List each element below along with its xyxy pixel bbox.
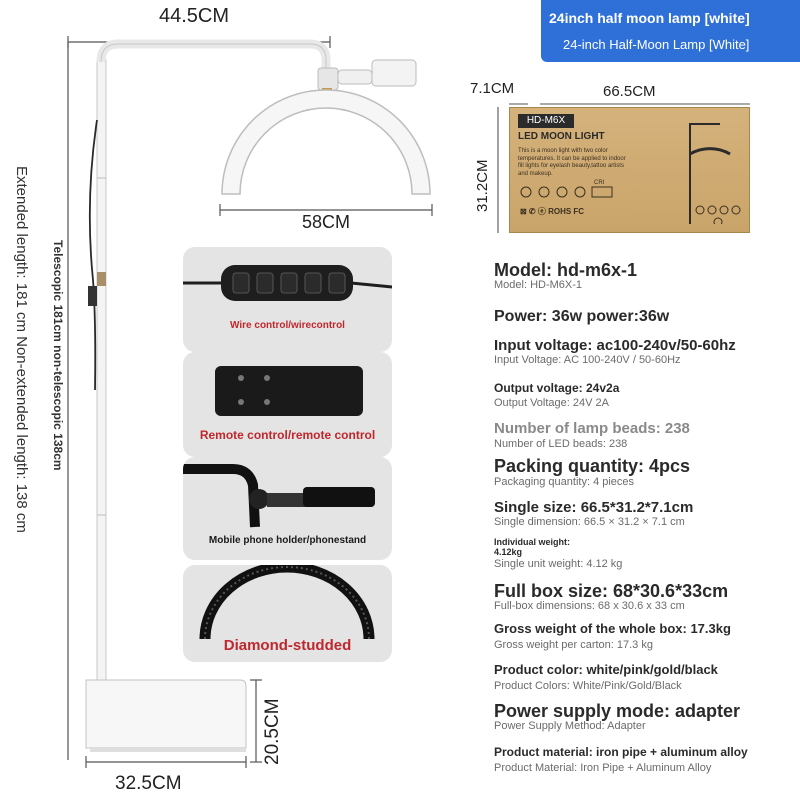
- spec-packing-quantity: Packing quantity: 4pcs: [494, 456, 691, 476]
- panel-remote-control: Remote control/remote control: [183, 352, 392, 457]
- spec-gross-weight-sub: Gross weight per carton: 17.3 kg: [494, 639, 653, 651]
- arc-dimension-line: [219, 204, 433, 216]
- spec-input-voltage: Input voltage: ac100-240v/50-60hz: [494, 337, 736, 354]
- panel-caption: Wire control/wirecontrol: [230, 320, 345, 331]
- spec-single-size-sub: Single dimension: 66.5 × 31.2 × 7.1 cm: [494, 516, 685, 528]
- spec-product-color-sub: Product Colors: White/Pink/Gold/Black: [494, 680, 682, 692]
- cable-switch: [88, 286, 97, 306]
- telescopic-text: Telescopic 181cm non-telescopic 138cm: [51, 240, 65, 471]
- spec-packing-quantity-sub: Packaging quantity: 4 pieces: [494, 476, 635, 488]
- power-cable: [88, 119, 98, 391]
- spec-product-material-sub: Product Material: Iron Pipe + Aluminum A…: [494, 762, 712, 774]
- lamp-base: [85, 679, 247, 749]
- box-lamp-graphic: [689, 123, 741, 224]
- box-depth-label: 7.1CM: [470, 80, 515, 97]
- base-dimension-lines: [85, 679, 262, 768]
- spec-power-supply-sub: Power Supply Method: Adapter: [494, 720, 646, 732]
- banner-title: 24inch half moon lamp [white]: [549, 10, 750, 26]
- panel-diamond-studded: Diamond-studded: [183, 565, 392, 662]
- top-width-label: 44.5CM: [159, 5, 230, 27]
- lamp-illustration: [67, 36, 433, 768]
- spec-output-voltage-sub: Output Voltage: 24V 2A: [494, 397, 609, 409]
- base-width-label: 32.5CM: [115, 773, 182, 794]
- phone-holder: [317, 59, 417, 96]
- spec-individual-weight-value: 4.12kg: [494, 547, 523, 557]
- phone-holder-image: [183, 464, 375, 528]
- box-icons: ⊠ ✆ ⓔ ROHS FC: [520, 186, 613, 216]
- svg-text:⊠ ✆ ⓔ ROHS FC: ⊠ ✆ ⓔ ROHS FC: [520, 206, 584, 216]
- spec-power: Power: 36w power:36w: [494, 308, 670, 325]
- panel-caption: Mobile phone holder/phonestand: [208, 535, 367, 546]
- spec-lamp-beads: Number of lamp beads: 238: [494, 420, 690, 437]
- spec-full-box-size: Full box size: 68*30.6*33cm: [494, 581, 729, 601]
- spec-product-material: Product material: iron pipe + aluminum a…: [494, 745, 748, 759]
- remote-control-image: [215, 366, 363, 416]
- box-height-label: 31.2CM: [474, 159, 491, 212]
- box-cri-label: CRI: [594, 180, 605, 186]
- spec-product-color: Product color: white/pink/gold/black: [494, 662, 718, 677]
- panel-caption: Diamond-studded: [223, 637, 352, 654]
- diamond-lamp-image: [199, 565, 375, 640]
- spec-model-sub: Model: HD-M6X-1: [494, 279, 583, 291]
- spec-lamp-beads-sub: Number of LED beads: 238: [494, 438, 628, 450]
- box-width-label: 66.5CM: [603, 83, 656, 100]
- title-banner: 24inch half moon lamp [white] 24-inch Ha…: [541, 0, 800, 62]
- base-height-label: 20.5CM: [262, 698, 283, 765]
- panel-phone-holder: Mobile phone holder/phonestand: [183, 457, 392, 560]
- box-dimension-lines: [497, 103, 750, 233]
- spec-full-box-size-sub: Full-box dimensions: 68 x 30.6 x 33 cm: [494, 600, 685, 612]
- half-moon-lamp: [221, 89, 431, 195]
- spec-individual-weight-sub: Single unit weight: 4.12 kg: [494, 558, 623, 570]
- spec-model: Model: hd-m6x-1: [494, 260, 638, 280]
- panel-caption: Remote control/remote control: [199, 428, 376, 442]
- spec-input-voltage-sub: Input Voltage: AC 100-240V / 50-60Hz: [494, 354, 681, 366]
- spec-single-size: Single size: 66.5*31.2*7.1cm: [494, 499, 694, 516]
- wire-controller-image: [183, 265, 392, 301]
- spec-individual-weight: Individual weight:: [494, 537, 570, 547]
- product-box: HD-M6X LED MOON LIGHT This is a moon lig…: [509, 107, 750, 233]
- spec-output-voltage: Output voltage: 24v2a: [494, 381, 620, 395]
- arc-width-label: 58CM: [302, 212, 351, 232]
- extended-length-text: Extended length: 181 cm Non-extended len…: [13, 166, 30, 533]
- box-description: This is a moon light with two color temp…: [518, 148, 626, 177]
- box-model: HD-M6X: [518, 114, 574, 128]
- pole-clamp: [97, 272, 106, 286]
- spec-power-supply: Power supply mode: adapter: [494, 701, 741, 721]
- box-name: LED MOON LIGHT: [518, 131, 605, 142]
- panel-wire-control: Wire control/wirecontrol: [183, 247, 392, 352]
- spec-gross-weight: Gross weight of the whole box: 17.3kg: [494, 621, 731, 636]
- banner-subtitle: 24-inch Half-Moon Lamp [White]: [563, 37, 750, 52]
